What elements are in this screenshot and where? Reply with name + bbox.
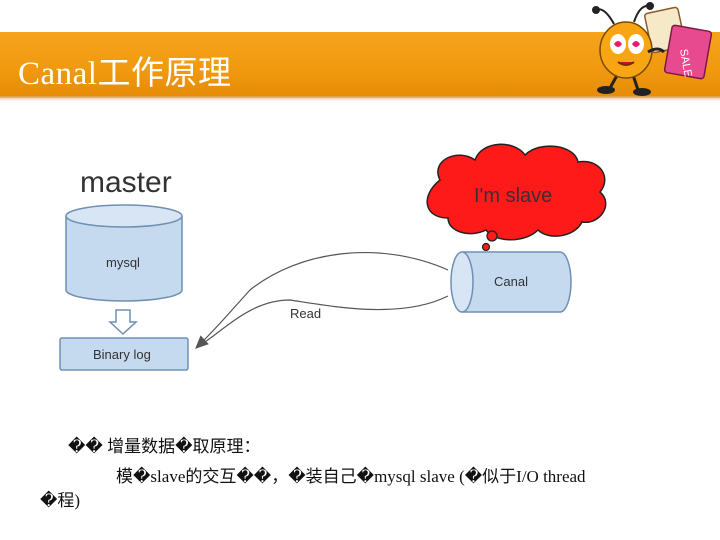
svg-text:SALE: SALE — [677, 48, 694, 78]
read-arrow — [195, 251, 449, 349]
slide-title: Canal工作原理 — [18, 56, 232, 92]
canal-component: Canal — [450, 251, 572, 313]
read-label: Read — [290, 306, 321, 321]
caption-line-1: �� 增量数据�取原理： — [68, 437, 261, 456]
binary-log-label: Binary log — [93, 347, 151, 362]
cloud-text: I'm slave — [474, 185, 552, 207]
binary-log-box: Binary log — [59, 337, 189, 371]
master-label: master — [80, 166, 172, 199]
caption-line-2: 模�slave的交互��，�装自己�mysql slave (�似于I/O th… — [116, 467, 586, 486]
title-bar-shadow — [0, 96, 720, 101]
caption-line-3: �程) — [40, 491, 81, 510]
mysql-database: mysql — [65, 204, 183, 302]
down-arrow-icon — [108, 309, 138, 336]
slave-cloud: I'm slave — [426, 143, 607, 252]
bee-mascot-icon: SALE — [592, 2, 713, 96]
mysql-label: mysql — [106, 255, 140, 270]
canal-label: Canal — [494, 274, 528, 289]
